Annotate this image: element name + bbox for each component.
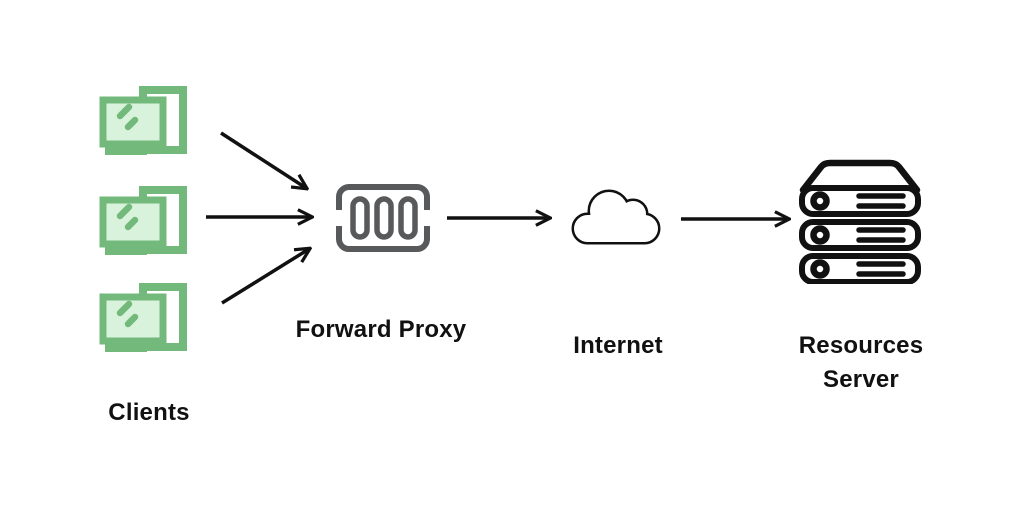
client-workstation-icon [99, 86, 187, 155]
internet-label: Internet [573, 332, 663, 359]
arrow-client3-to-proxy [221, 249, 309, 305]
client-workstation-icon [99, 283, 187, 352]
client-workstation-icon [99, 186, 187, 255]
cloud-icon [571, 189, 661, 245]
server-stack-icon [799, 159, 921, 284]
arrow-client1-to-proxy [220, 131, 306, 188]
resources-server-label: Resources Server [798, 332, 924, 393]
proxy-appliance-icon [335, 184, 431, 252]
forward-proxy-label: Forward Proxy [295, 316, 467, 343]
clients-label: Clients [108, 399, 190, 426]
